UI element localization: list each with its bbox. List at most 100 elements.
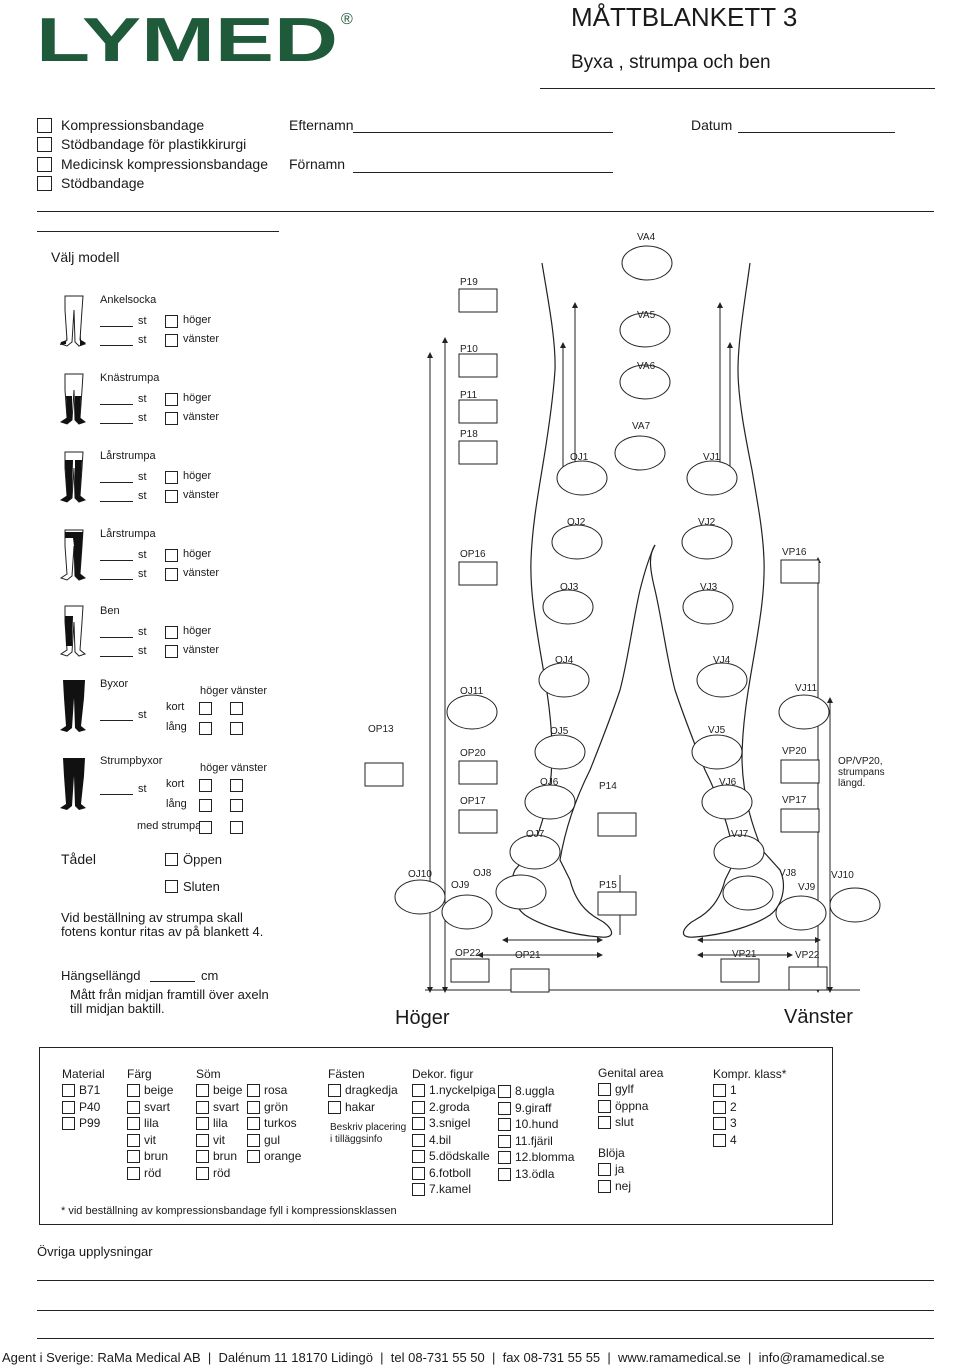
measure-p14-box[interactable] — [597, 812, 637, 837]
ovriga-line-2[interactable] — [37, 1310, 934, 1311]
fasten-checkbox[interactable] — [328, 1084, 341, 1097]
measure-va7-box[interactable] — [614, 435, 666, 471]
kort-vanster-checkbox[interactable] — [230, 702, 243, 715]
measure-oj6-box[interactable] — [524, 784, 576, 820]
vanster-checkbox[interactable] — [165, 334, 178, 347]
hoger-checkbox[interactable] — [165, 393, 178, 406]
med-strumpa-vanster-checkbox[interactable] — [230, 821, 243, 834]
measure-oj7-box[interactable] — [509, 834, 561, 870]
som-checkbox[interactable] — [196, 1166, 209, 1180]
material-checkbox[interactable] — [62, 1117, 75, 1130]
hoger-checkbox[interactable] — [165, 471, 178, 484]
bloja-checkbox[interactable] — [598, 1163, 611, 1176]
measure-oj1-box[interactable] — [556, 460, 608, 496]
lang-vanster-checkbox[interactable] — [230, 722, 243, 735]
som-extra-checkbox[interactable] — [247, 1150, 260, 1163]
dekor-extra-checkbox[interactable] — [498, 1151, 511, 1164]
measure-va5-box[interactable] — [619, 312, 671, 348]
dekor-extra-checkbox[interactable] — [498, 1085, 511, 1098]
measure-vj7-box[interactable] — [713, 834, 765, 870]
genital-checkbox[interactable] — [598, 1083, 611, 1096]
dekor-extra-checkbox[interactable] — [498, 1101, 511, 1115]
measure-vp16-box[interactable] — [780, 559, 820, 584]
dekor-extra-checkbox[interactable] — [498, 1167, 511, 1181]
model-qty-field[interactable] — [100, 794, 133, 795]
measure-p18-box[interactable] — [458, 440, 498, 465]
measure-vj9-box[interactable] — [775, 895, 827, 931]
measure-vp17-box[interactable] — [780, 808, 820, 833]
som-extra-checkbox[interactable] — [247, 1133, 260, 1147]
material-checkbox[interactable] — [62, 1084, 75, 1097]
kompr-checkbox[interactable] — [713, 1100, 726, 1114]
measure-oj4-box[interactable] — [538, 662, 590, 698]
measure-oj8-box[interactable] — [495, 874, 547, 910]
model-qty-field[interactable] — [100, 482, 133, 483]
measure-p19-box[interactable] — [458, 288, 498, 313]
measure-vj6-box[interactable] — [701, 784, 753, 820]
som-checkbox[interactable] — [196, 1100, 209, 1114]
model-qty-field[interactable] — [100, 560, 133, 561]
model-qty-field[interactable] — [100, 579, 133, 580]
lang-hoger-checkbox[interactable] — [199, 799, 212, 812]
dekor-checkbox[interactable] — [412, 1183, 425, 1196]
fornamn-field[interactable] — [353, 172, 613, 173]
vanster-checkbox[interactable] — [165, 412, 178, 425]
measure-vp22-box[interactable] — [788, 966, 828, 991]
vanster-checkbox[interactable] — [165, 490, 178, 503]
kompr-checkbox[interactable] — [713, 1084, 726, 1097]
measure-va6-box[interactable] — [619, 364, 671, 400]
farg-checkbox[interactable] — [127, 1084, 140, 1097]
measure-vj8-box[interactable] — [722, 875, 774, 911]
kort-hoger-checkbox[interactable] — [199, 702, 212, 715]
measure-op16-box[interactable] — [458, 561, 498, 586]
som-extra-checkbox[interactable] — [247, 1084, 260, 1097]
measure-p15-box[interactable] — [597, 891, 637, 916]
ovriga-line-1[interactable] — [37, 1280, 934, 1281]
efternamn-field[interactable] — [353, 132, 613, 133]
type-checkbox-kompressionsbandage[interactable] — [37, 118, 52, 133]
measure-oj10-box[interactable] — [394, 879, 446, 915]
vanster-checkbox[interactable] — [165, 568, 178, 581]
measure-p11-box[interactable] — [458, 399, 498, 424]
med-strumpa-hoger-checkbox[interactable] — [199, 821, 212, 834]
measure-op21-box[interactable] — [510, 968, 550, 993]
hoger-checkbox[interactable] — [165, 549, 178, 562]
measure-p10-box[interactable] — [458, 353, 498, 378]
dekor-checkbox[interactable] — [412, 1166, 425, 1180]
measure-vp21-box[interactable] — [720, 958, 760, 983]
tadel-oppen-checkbox[interactable] — [165, 853, 178, 866]
hangsel-field[interactable] — [150, 981, 195, 982]
dekor-extra-checkbox[interactable] — [498, 1134, 511, 1148]
model-qty-field[interactable] — [100, 656, 133, 657]
dekor-checkbox[interactable] — [412, 1133, 425, 1147]
measure-va4-box[interactable] — [621, 245, 673, 281]
tadel-sluten-checkbox[interactable] — [165, 880, 178, 893]
measure-op13-box[interactable] — [364, 762, 404, 787]
som-checkbox[interactable] — [196, 1133, 209, 1147]
measure-vp20-box[interactable] — [780, 759, 820, 784]
ovriga-line-3[interactable] — [37, 1338, 934, 1339]
dekor-checkbox[interactable] — [412, 1084, 425, 1097]
genital-checkbox[interactable] — [598, 1099, 611, 1113]
measure-op17-box[interactable] — [458, 809, 498, 834]
measure-oj11-box[interactable] — [446, 694, 498, 730]
vanster-checkbox[interactable] — [165, 645, 178, 658]
farg-checkbox[interactable] — [127, 1117, 140, 1130]
dekor-checkbox[interactable] — [412, 1150, 425, 1163]
measure-vj4-box[interactable] — [696, 662, 748, 698]
kompr-checkbox[interactable] — [713, 1117, 726, 1130]
model-qty-field[interactable] — [100, 423, 133, 424]
som-checkbox[interactable] — [196, 1150, 209, 1163]
datum-field[interactable] — [738, 132, 895, 133]
measure-op22-box[interactable] — [450, 958, 490, 983]
measure-op20-box[interactable] — [458, 760, 498, 785]
type-checkbox-stodbandage[interactable] — [37, 176, 52, 191]
type-checkbox-stodbandage-plastik[interactable] — [37, 137, 52, 152]
measure-vj2-box[interactable] — [681, 524, 733, 560]
hoger-checkbox[interactable] — [165, 315, 178, 328]
measure-oj2-box[interactable] — [551, 524, 603, 560]
measure-oj9-box[interactable] — [441, 894, 493, 930]
som-extra-checkbox[interactable] — [247, 1117, 260, 1130]
hoger-checkbox[interactable] — [165, 626, 178, 639]
bloja-checkbox[interactable] — [598, 1179, 611, 1193]
